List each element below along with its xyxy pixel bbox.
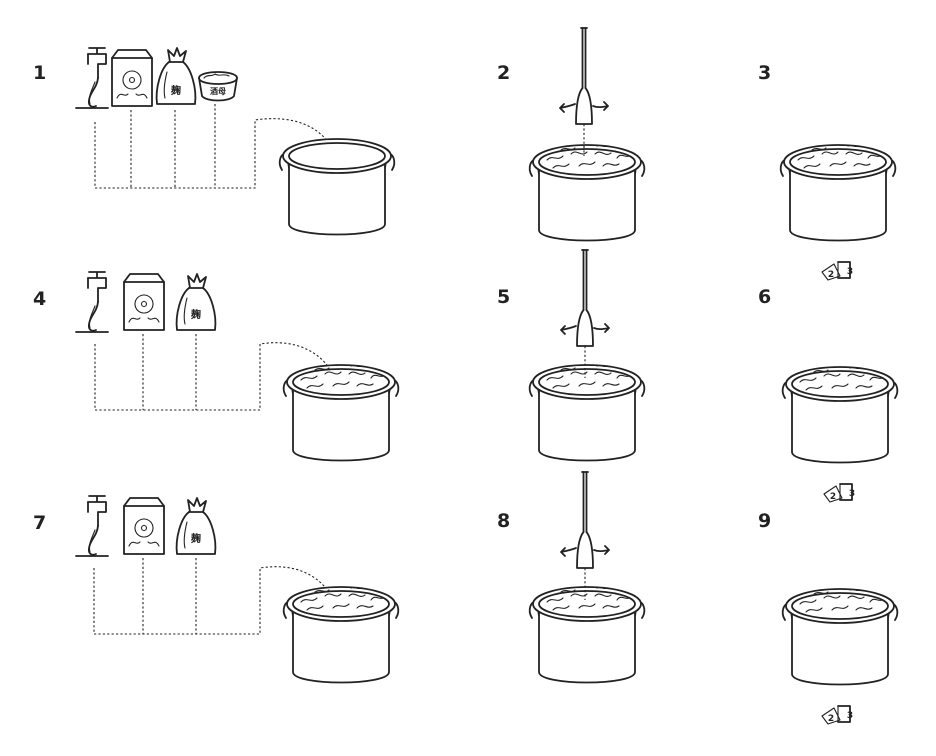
rice-sack-icon — [111, 49, 153, 107]
step-number-7: 7 — [33, 512, 47, 534]
step-number-2: 2 — [497, 62, 511, 84]
step-number-3: 3 — [758, 62, 772, 84]
step-6: 2 3 — [783, 367, 898, 503]
step-number-4: 4 — [33, 288, 47, 310]
calendar-day-2: 2 — [828, 270, 834, 280]
pot-mash-icon — [284, 587, 399, 683]
pot-mash-icon — [530, 365, 645, 461]
calendar-day-3: 3 — [847, 267, 853, 277]
step-4: 麹 — [75, 271, 399, 461]
koji-bag-icon — [175, 273, 217, 331]
koji-bag-label: 麹 — [190, 532, 201, 545]
step-number-8: 8 — [497, 510, 511, 532]
water-tap-icon — [75, 47, 109, 109]
calendar-icon — [823, 483, 853, 503]
calendar-day-2: 2 — [830, 492, 836, 502]
step-number-5: 5 — [497, 286, 511, 308]
pot-resting-icon — [783, 367, 898, 463]
koji-bag-label: 麹 — [170, 84, 181, 97]
calendar-day-3: 3 — [847, 711, 853, 721]
step-8 — [530, 471, 645, 683]
step-7: 麹 — [75, 495, 399, 683]
koji-bag-label: 麹 — [190, 308, 201, 321]
step-2 — [530, 27, 645, 241]
pot-resting-icon — [783, 589, 898, 685]
step-5 — [530, 249, 645, 461]
step-9: 2 3 — [783, 589, 898, 725]
stirring-paddle-icon — [560, 249, 610, 379]
stirring-paddle-icon — [559, 27, 609, 157]
calendar-icon — [821, 705, 851, 725]
pot-mash-icon — [530, 145, 645, 241]
koji-bag-icon — [175, 497, 217, 555]
rice-sack-icon — [123, 273, 165, 331]
step-3: 2 3 — [781, 145, 896, 281]
rice-sack-icon — [123, 497, 165, 555]
calendar-day-2: 2 — [828, 714, 834, 724]
pot-icon — [278, 138, 396, 236]
stirring-paddle-icon — [560, 471, 610, 601]
calendar-icon — [821, 261, 851, 281]
step-1: 麹 酒母 — [75, 47, 396, 236]
calendar-day-3: 3 — [849, 489, 855, 499]
pot-mash-icon — [530, 587, 645, 683]
water-tap-icon — [75, 271, 109, 333]
step-number-1: 1 — [33, 62, 47, 84]
step-number-9: 9 — [758, 510, 772, 532]
shubo-jar-label: 酒母 — [210, 86, 226, 96]
step-number-6: 6 — [758, 286, 772, 308]
pot-mash-icon — [284, 365, 399, 461]
pot-resting-icon — [781, 145, 896, 241]
water-tap-icon — [75, 495, 109, 557]
